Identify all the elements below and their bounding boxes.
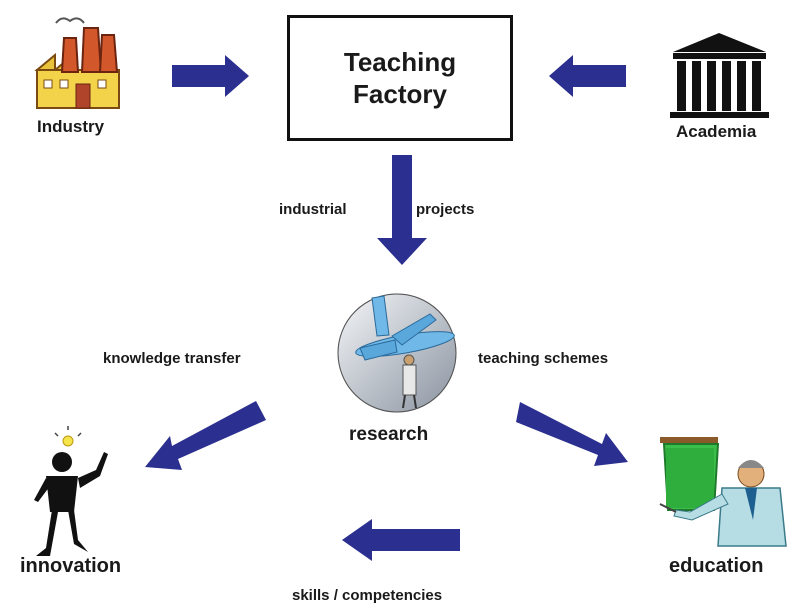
edge-label-skills-competencies: skills / competencies (292, 587, 443, 604)
arrow-research-to-innovation (145, 401, 266, 470)
idea-person-icon (34, 426, 108, 556)
innovation-label: innovation (20, 555, 122, 577)
academia-label: Academia (676, 122, 757, 141)
teacher-icon (659, 437, 787, 547)
teaching-factory-box: Teaching Factory (287, 15, 513, 141)
arrow-academia-to-factory (549, 55, 626, 97)
temple-icon (670, 33, 769, 118)
arrow-research-to-education (516, 402, 628, 466)
arrow-factory-to-research (377, 155, 427, 265)
airplane-scientist-icon (337, 293, 457, 413)
education-label: education (669, 555, 764, 577)
research-label: research (349, 424, 429, 445)
edge-label-teaching-schemes: teaching schemes (478, 350, 609, 367)
arrow-education-to-innovation (342, 519, 460, 561)
edge-label-industrial: industrial (279, 201, 347, 218)
edge-label-knowledge-transfer: knowledge transfer (103, 350, 241, 367)
industry-label: Industry (37, 117, 105, 136)
teaching-factory-title-line2: Factory (353, 79, 447, 109)
edge-label-projects: projects (416, 201, 475, 218)
arrow-industry-to-factory (172, 55, 249, 97)
factory-icon (34, 17, 120, 109)
teaching-factory-title-line1: Teaching (343, 46, 457, 77)
